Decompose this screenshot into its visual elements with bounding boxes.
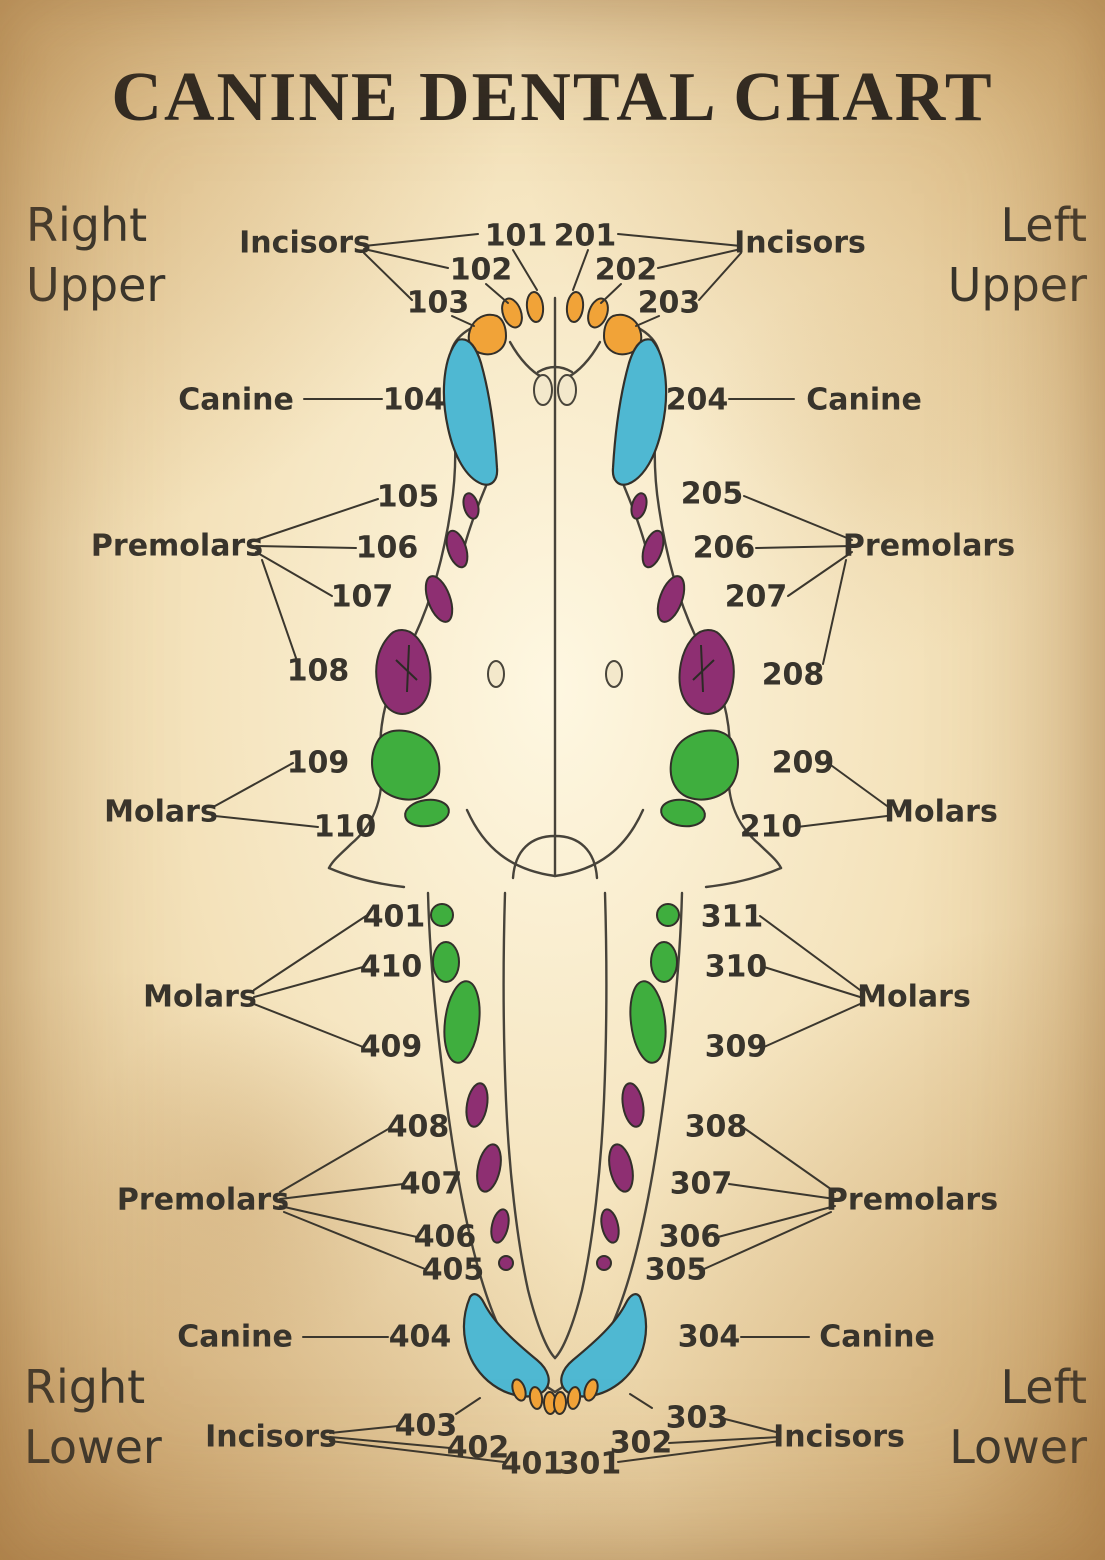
tooth-number-110: 110: [313, 809, 377, 845]
quadrant-title-line: Right: [26, 198, 148, 252]
tooth-number-105: 105: [376, 479, 440, 515]
label-canine-upper-left: Canine: [806, 382, 922, 418]
tooth-number-203: 203: [637, 285, 701, 321]
quadrant-title-line: Upper: [26, 257, 166, 312]
quadrant-title-line: Upper: [947, 257, 1087, 312]
tooth-number-401-incisor: 401: [500, 1446, 564, 1482]
label-premolars-upper-right: Premolars: [90, 528, 264, 564]
tooth-number-209: 209: [771, 745, 835, 781]
tooth-number-409: 409: [359, 1029, 423, 1065]
tooth-number-103: 103: [406, 285, 470, 321]
quadrant-title-line: Lower: [24, 1419, 162, 1474]
tooth-number-202: 202: [594, 252, 658, 288]
tooth-number-407: 407: [399, 1166, 463, 1202]
page-title: CANINE DENTAL CHART: [111, 59, 994, 136]
fissure-top-arc: [536, 365, 574, 374]
tooth-number-410: 410: [359, 949, 423, 985]
quadrant-title-right-lower: Right Lower: [24, 1358, 162, 1478]
tooth-number-108: 108: [286, 653, 350, 689]
tooth-number-210: 210: [739, 809, 803, 845]
tooth-number-201: 201: [553, 218, 617, 254]
tooth-number-301: 301: [558, 1446, 622, 1482]
tooth-number-106: 106: [355, 530, 419, 566]
label-molars-upper-left: Molars: [884, 794, 998, 830]
tooth-number-207: 207: [724, 579, 788, 615]
tooth-number-404: 404: [388, 1319, 452, 1355]
tooth-number-304: 304: [677, 1319, 741, 1355]
label-molars-lower-right: Molars: [143, 979, 257, 1015]
tooth-number-305: 305: [644, 1252, 708, 1288]
lower-jaw-left-half: [552, 891, 684, 1416]
tooth-number-406: 406: [413, 1219, 477, 1255]
tooth-number-401-molar: 401: [362, 899, 426, 935]
tooth-number-408: 408: [386, 1109, 450, 1145]
quadrant-title-line: Right: [24, 1360, 146, 1414]
label-molars-lower-left: Molars: [857, 979, 971, 1015]
quadrant-title-left-lower: Left Lower: [949, 1358, 1087, 1478]
tooth-number-303: 303: [665, 1400, 729, 1436]
label-premolars-upper-left: Premolars: [842, 528, 1016, 564]
tooth-number-205: 205: [680, 476, 744, 512]
tooth-number-405: 405: [421, 1252, 485, 1288]
label-canine-lower-right: Canine: [177, 1319, 293, 1355]
tooth-number-403: 403: [394, 1408, 458, 1444]
tooth-number-104: 104: [382, 382, 446, 418]
tooth-number-101: 101: [484, 218, 548, 254]
label-premolars-lower-right: Premolars: [116, 1182, 290, 1218]
tooth-number-204: 204: [665, 382, 729, 418]
label-incisors-lower-left: Incisors: [773, 1419, 905, 1455]
tooth-number-107: 107: [330, 579, 394, 615]
tooth-number-402: 402: [446, 1430, 510, 1466]
label-molars-upper-right: Molars: [104, 794, 218, 830]
tooth-number-306: 306: [658, 1219, 722, 1255]
tooth-number-208: 208: [761, 657, 825, 693]
label-incisors-upper-right: Incisors: [239, 225, 371, 261]
label-canine-upper-right: Canine: [178, 382, 294, 418]
label-premolars-lower-left: Premolars: [825, 1182, 999, 1218]
tooth-number-310: 310: [704, 949, 768, 985]
quadrant-title-right-upper: Right Upper: [26, 196, 165, 316]
label-incisors-upper-left: Incisors: [734, 225, 866, 261]
label-canine-lower-left: Canine: [819, 1319, 935, 1355]
tooth-number-102: 102: [449, 252, 513, 288]
quadrant-title-line: Left: [1000, 198, 1087, 252]
tooth-number-302: 302: [609, 1425, 673, 1461]
quadrant-title-line: Lower: [949, 1419, 1087, 1474]
label-incisors-lower-right: Incisors: [205, 1419, 337, 1455]
quadrant-title-left-upper: Left Upper: [948, 196, 1087, 316]
quadrant-title-line: Left: [1000, 1360, 1087, 1414]
tooth-number-206: 206: [692, 530, 756, 566]
tooth-number-311: 311: [700, 899, 764, 935]
tooth-number-109: 109: [286, 745, 350, 781]
tooth-number-309: 309: [704, 1029, 768, 1065]
leader-lines: [214, 233, 888, 1463]
tooth-number-307: 307: [669, 1166, 733, 1202]
tooth-number-308: 308: [684, 1109, 748, 1145]
